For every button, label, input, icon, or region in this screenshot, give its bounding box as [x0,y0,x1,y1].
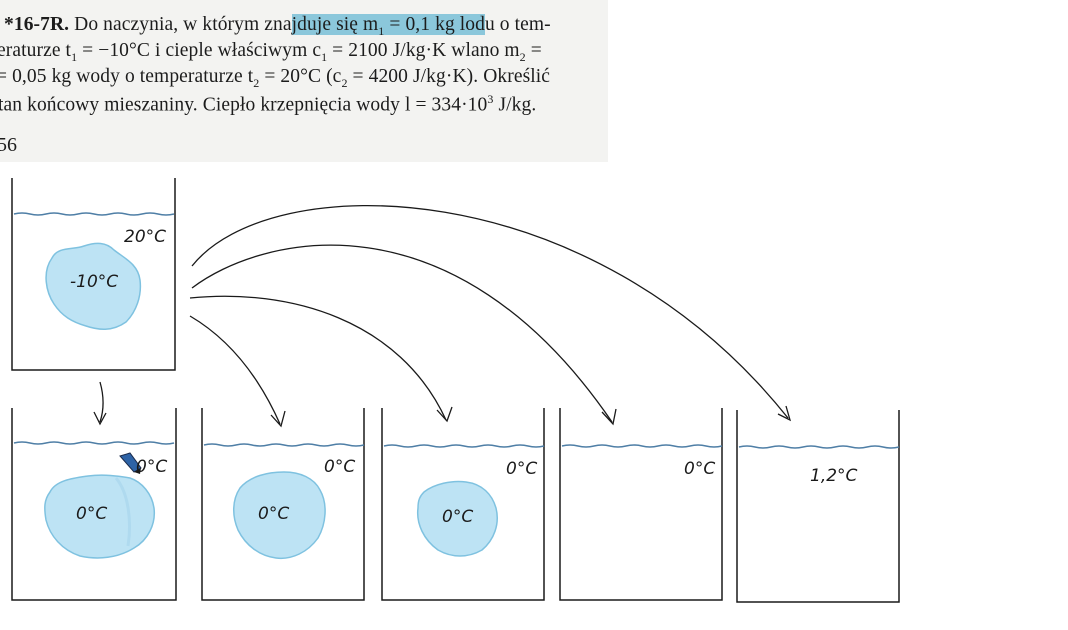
arrow-to-stage4 [191,244,613,423]
ice-block [44,474,156,559]
vessel-outline [559,408,723,601]
water-surface [203,443,365,447]
ice-block [233,471,326,560]
water-surface [738,445,900,449]
pen-cursor-icon [119,452,142,474]
vessel-outline [381,408,545,601]
vessel-outline [11,408,177,601]
arrowhead [777,405,792,422]
ice-temperature-label: -10°C [70,272,118,292]
vessel-stage1: 0°C 0°C [11,408,177,601]
vessel-outline [736,410,900,603]
arrow-to-stage2 [189,315,281,425]
ice-temperature-label: 0°C [76,504,107,524]
arrowhead [601,408,617,426]
water-temperature-label: 1,2°C [810,466,858,486]
transition-arrows [93,205,792,428]
ice-block [416,480,498,557]
water-surface [13,212,175,216]
ice-block [45,242,142,330]
ice-melt-streak [114,477,131,547]
water-temperature-label: 20°C [124,227,166,247]
arrowhead [270,410,286,428]
water-temperature-label: 0°C [506,459,537,479]
arrow-to-stage3 [189,295,447,421]
vessel-outline [201,408,365,601]
water-temperature-label: 0°C [684,459,715,479]
problem-line-2: eraturze t1 = −10°C i cieple właściwym c… [0,40,542,64]
arrowhead [93,411,107,426]
water-temperature-label: 0°C [136,457,167,477]
arrow-to-stage1 [99,381,104,423]
problem-line-4: tan końcowy mieszaniny. Ciepło krzepnięc… [0,92,537,116]
water-temperature-label: 0°C [324,457,355,477]
water-surface [561,444,723,448]
arrow-to-stage5 [191,205,789,419]
vessel-outline [11,178,176,371]
problem-number: *16-7R. [4,14,70,35]
water-surface [13,441,175,445]
ice-temperature-label: 0°C [442,507,473,527]
arrowhead [436,406,453,423]
problem-text-scan: *16-7R. Do naczynia, w którym znajduje s… [0,0,608,162]
vessel-stage3: 0°C 0°C [381,408,545,601]
problem-line-3: = 0,05 kg wody o temperaturze t2 = 20°C … [0,66,551,90]
vessel-initial: 20°C -10°C [11,178,176,371]
problem-line-1: *16-7R. Do naczynia, w którym znajduje s… [4,14,551,38]
vessel-stage4: 0°C [559,408,723,601]
vessel-stage2: 0°C 0°C [201,408,365,601]
ice-temperature-label: 0°C [258,504,289,524]
water-surface [383,444,545,448]
text-highlight: jduje się m1 = 0,1 kg lod [291,14,485,38]
page-number: 56 [0,134,17,156]
vessel-stage5: 1,2°C [736,410,900,603]
